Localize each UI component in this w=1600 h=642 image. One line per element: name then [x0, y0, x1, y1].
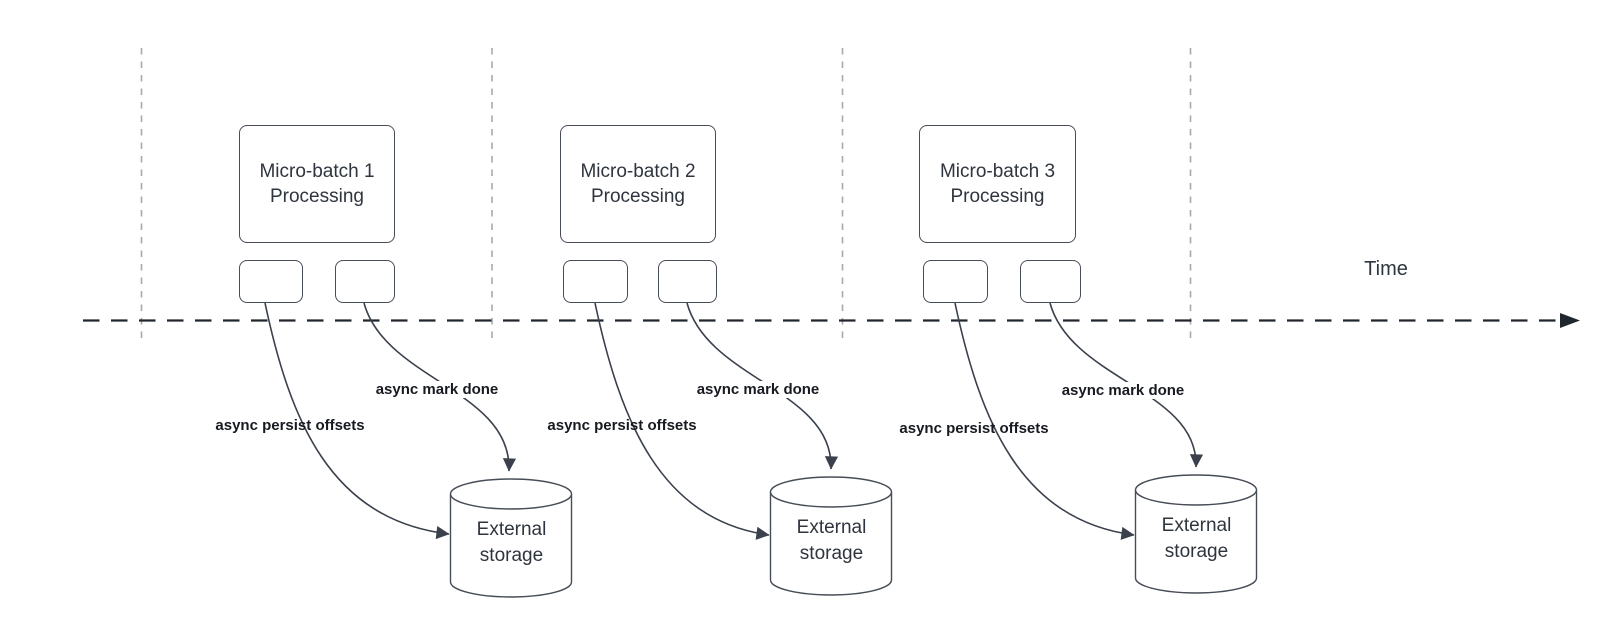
batch1-persist-offsets-arrow [264, 302, 450, 540]
timeline-arrowhead-icon [1560, 313, 1580, 328]
batch1-persist-offsets-label: async persist offsets [215, 417, 365, 434]
batch1-mark-done-label: async mark done [372, 381, 502, 398]
timeline-label: Time [1364, 258, 1408, 280]
batch3-mark-done-label: async mark done [1058, 382, 1188, 399]
batch2-persist-offsets-label: async persist offsets [547, 417, 697, 434]
batch1-processing-box-title: Micro-batch 1 Processing [259, 161, 375, 207]
batch3-processing-box: Micro-batch 3 Processing [919, 125, 1076, 243]
batch3-mark-done-task-box [1020, 260, 1081, 303]
batch1-persist-task-box [239, 260, 303, 303]
batch2-external-storage-cylinder [769, 476, 893, 596]
batch2-mark-done-task-box [658, 260, 717, 303]
batch3-external-storage-label: External storage [1161, 515, 1232, 562]
batch1-mark-done-task-box [335, 260, 395, 303]
batch2-persist-task-box [563, 260, 628, 303]
batch1-external-storage-label: External storage [476, 519, 547, 566]
batch3-persist-offsets-label: async persist offsets [899, 420, 1049, 437]
batch2-persist-offsets-arrow [594, 302, 770, 540]
batch2-processing-box: Micro-batch 2 Processing [560, 125, 716, 243]
time-gridlines [140, 48, 1192, 344]
batch3-persist-task-box [923, 260, 988, 303]
batch1-processing-box: Micro-batch 1 Processing [239, 125, 395, 243]
batch3-persist-offsets-arrow [954, 302, 1135, 540]
batch3-processing-box-title: Micro-batch 3 Processing [939, 161, 1056, 207]
batch2-external-storage-label: External storage [796, 517, 867, 564]
batch1-external-storage-cylinder [449, 478, 573, 598]
batch3-external-storage-cylinder [1134, 474, 1258, 594]
batch2-mark-done-label: async mark done [693, 381, 823, 398]
batch2-processing-box-title: Micro-batch 2 Processing [580, 161, 696, 207]
